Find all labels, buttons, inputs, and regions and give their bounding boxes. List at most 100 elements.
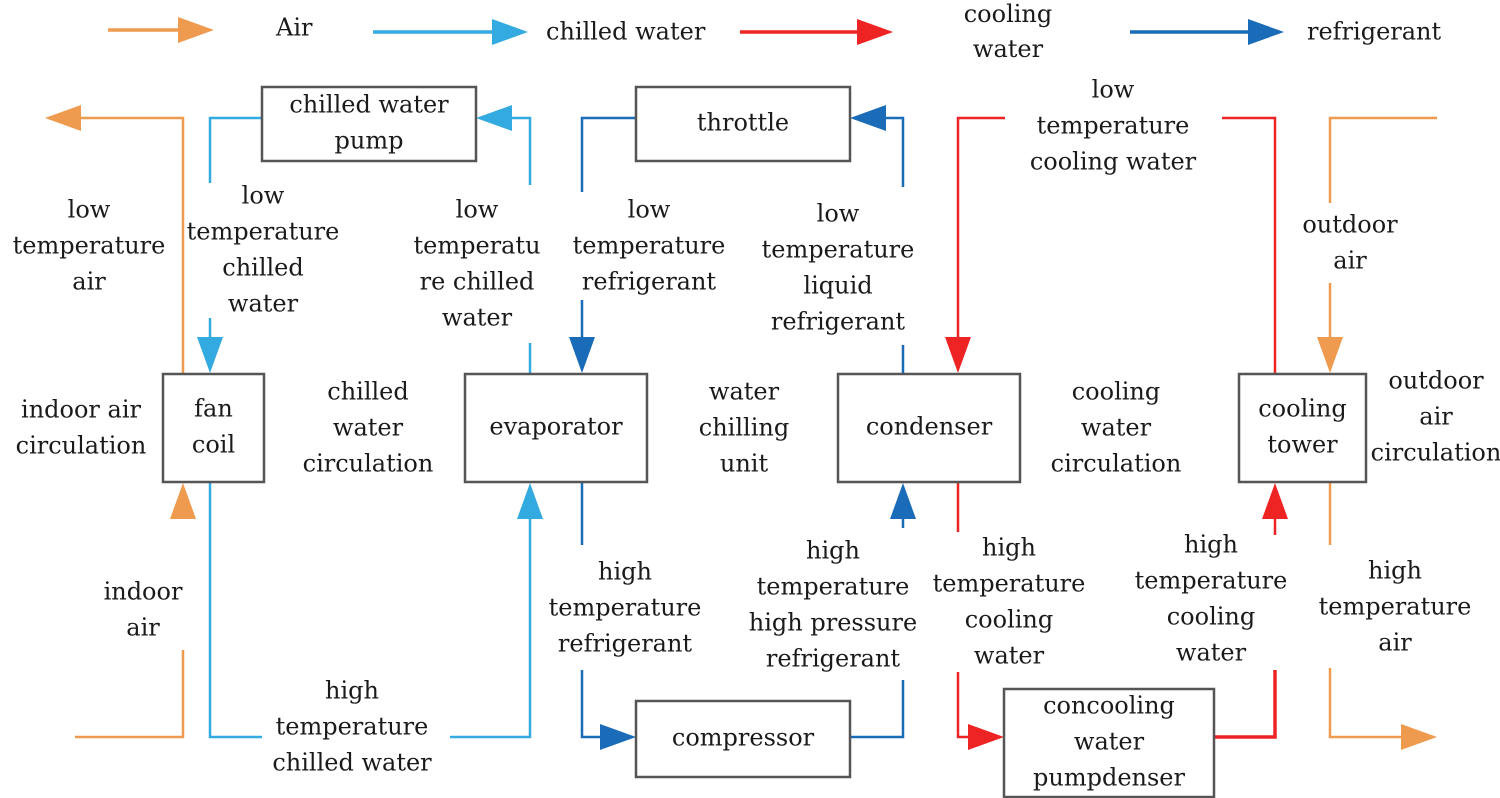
cw-pump-to-fancoil: [208, 116, 262, 183]
ref-compressor-out: [850, 680, 905, 739]
compressor-box: [634, 699, 852, 779]
cooling-tower-box-label-line-2: tower: [1267, 431, 1338, 459]
label-low-temp-liquid-refrigerant-line-3: liquid: [803, 272, 872, 300]
label-indoor-air-circulation-line-2: circulation: [16, 432, 147, 460]
label-low-temp-liquid-refrigerant-line-1: low: [817, 200, 860, 228]
cw-fancoil-in-arrow: [197, 337, 223, 373]
label-low-temp-chilled-water-left-line-1: low: [242, 182, 285, 210]
label-water-chilling-unit-line-1: water: [709, 378, 780, 406]
cw-pump-in-arrow: [476, 105, 512, 131]
cool-tower-in-arrow: [1262, 483, 1288, 519]
air-indoor-in-bottom: [75, 650, 185, 739]
component-boxes: [161, 85, 1368, 798]
label-low-temp-cooling-water-line-2: temperature: [1037, 112, 1190, 140]
cw-fancoil-out: [208, 483, 262, 739]
throttle-box-label-line-1: throttle: [697, 109, 789, 137]
label-cooling-water-circulation-line-1: cooling: [1072, 378, 1161, 406]
cw-return: [450, 518, 532, 739]
label-indoor-air-line-2: air: [126, 614, 160, 642]
air-out-arrow: [45, 105, 81, 131]
evaporator-box: [463, 372, 649, 484]
cw-evap-in-arrow: [517, 483, 543, 519]
label-chilled-water-circulation-line-3: circulation: [303, 450, 434, 478]
cooling-water-pump-box-label-line-1: concooling: [1043, 692, 1175, 720]
legend-chilled-water-label: chilled water: [546, 18, 706, 46]
cool-condenser-in-arrow: [945, 337, 971, 373]
legend-refrigerant-arrow: [1248, 19, 1284, 45]
label-low-temp-refrigerant-line-3: refrigerant: [582, 268, 717, 296]
label-water-chilling-unit-line-3: unit: [720, 450, 769, 478]
cooling-water-pump-box-label-line-2: water: [1074, 728, 1145, 756]
label-chilled-water-circulation-line-2: water: [333, 414, 404, 442]
label-high-temp-air-line-2: temperature: [1319, 593, 1472, 621]
chilled-water-pump-box-label-line-2: pump: [335, 127, 404, 155]
fan-coil-box-label-line-1: fan: [194, 395, 233, 423]
air-outdoor-in: [1328, 116, 1437, 203]
label-low-temp-cooling-water-line-3: cooling water: [1030, 148, 1197, 176]
cool-to-pump: [956, 672, 972, 739]
label-low-temp-cooling-water-line-1: low: [1092, 76, 1135, 104]
label-high-temp-high-pressure-refrigerant-line-4: refrigerant: [766, 645, 901, 673]
label-low-temp-air-line-2: temperature: [13, 232, 166, 260]
label-high-temp-air-line-1: high: [1368, 557, 1422, 585]
throttle-box: [634, 85, 852, 163]
label-cooling-water-circulation-line-3: circulation: [1051, 450, 1182, 478]
label-indoor-air-circulation-line-1: indoor air: [21, 396, 141, 424]
cooling-water-pump-box-label-line-3: pumpdenser: [1033, 764, 1185, 792]
label-high-temp-cooling-water-left-line-3: cooling: [965, 606, 1054, 634]
ref-compressor-in-arrow: [600, 724, 636, 750]
ref-evap-in-arrow: [569, 337, 595, 373]
label-low-temp-refrigerant-line-1: low: [628, 196, 671, 224]
label-low-temp-air-line-3: air: [72, 268, 106, 296]
chilled-water-pump-box-label-line-1: chilled water: [289, 91, 449, 119]
label-high-temp-cooling-water-right-line-4: water: [1176, 639, 1247, 667]
ref-condenser-in-arrow: [890, 483, 916, 519]
cool-pump-in-arrow: [968, 724, 1004, 750]
label-high-temp-chilled-water-line-1: high: [325, 677, 379, 705]
label-high-temp-high-pressure-refrigerant-line-3: high pressure: [749, 609, 917, 637]
legend-air-label: Air: [275, 14, 313, 42]
compressor-box-label-line-1: compressor: [672, 724, 815, 752]
label-low-temp-liquid-refrigerant-line-2: temperature: [762, 236, 915, 264]
ref-throttle-to-evap: [580, 116, 636, 192]
evaporator-box-label-line-1: evaporator: [489, 413, 623, 441]
label-high-temp-chilled-water-line-2: temperature: [276, 713, 429, 741]
ref-to-throttle: [882, 116, 905, 187]
label-high-temp-high-pressure-refrigerant-line-2: temperature: [757, 573, 910, 601]
legend-cooling-water-arrow: [857, 19, 893, 45]
cool-pump-out: [1214, 670, 1277, 739]
label-low-temp-chilled-water-right-line-2: temperatu: [413, 232, 540, 260]
air-out-right-arrow: [1401, 724, 1437, 750]
cw-evap-to-pump: [508, 116, 532, 185]
label-outdoor-air-line-2: air: [1333, 247, 1367, 275]
label-low-temp-chilled-water-right-line-3: re chilled: [420, 268, 535, 296]
flow-lines: [45, 17, 1437, 750]
cool-tower-to-condenser: [956, 116, 1005, 340]
chilled-water-pump-box: [260, 85, 478, 163]
label-high-temp-refrigerant-line-1: high: [598, 558, 652, 586]
label-outdoor-air-circulation-line-3: circulation: [1371, 439, 1500, 467]
label-high-temp-cooling-water-left-line-1: high: [982, 534, 1036, 562]
ref-throttle-in-arrow: [850, 105, 886, 131]
air-fan-coil-in-arrow: [170, 483, 196, 519]
label-high-temp-cooling-water-left-line-4: water: [974, 642, 1045, 670]
label-low-temp-air-line-1: low: [68, 196, 111, 224]
label-high-temp-refrigerant-line-2: temperature: [549, 594, 702, 622]
label-low-temp-liquid-refrigerant-line-4: refrigerant: [771, 308, 906, 336]
label-low-temp-chilled-water-left-line-4: water: [228, 290, 299, 318]
fan-coil-box: [161, 372, 266, 484]
label-indoor-air-line-1: indoor: [104, 578, 183, 606]
cooling-tower-box: [1237, 372, 1368, 484]
label-low-temp-chilled-water-left-line-3: chilled: [222, 254, 304, 282]
air-tower-in-arrow: [1317, 337, 1343, 373]
condenser-box: [836, 372, 1022, 484]
label-high-temp-cooling-water-right-line-2: temperature: [1135, 567, 1288, 595]
text-labels: Air chilled water cooling water refrigerant c…: [13, 0, 1500, 792]
label-cooling-water-circulation-line-2: water: [1081, 414, 1152, 442]
label-high-temp-cooling-water-right-line-3: cooling: [1167, 603, 1256, 631]
cooling-tower-box-label-line-1: cooling: [1258, 395, 1347, 423]
label-low-temp-chilled-water-right-line-1: low: [456, 196, 499, 224]
fan-coil-box-label-line-2: coil: [192, 431, 235, 459]
label-high-temp-high-pressure-refrigerant-line-1: high: [806, 537, 860, 565]
air-fan-coil-out: [78, 116, 185, 373]
